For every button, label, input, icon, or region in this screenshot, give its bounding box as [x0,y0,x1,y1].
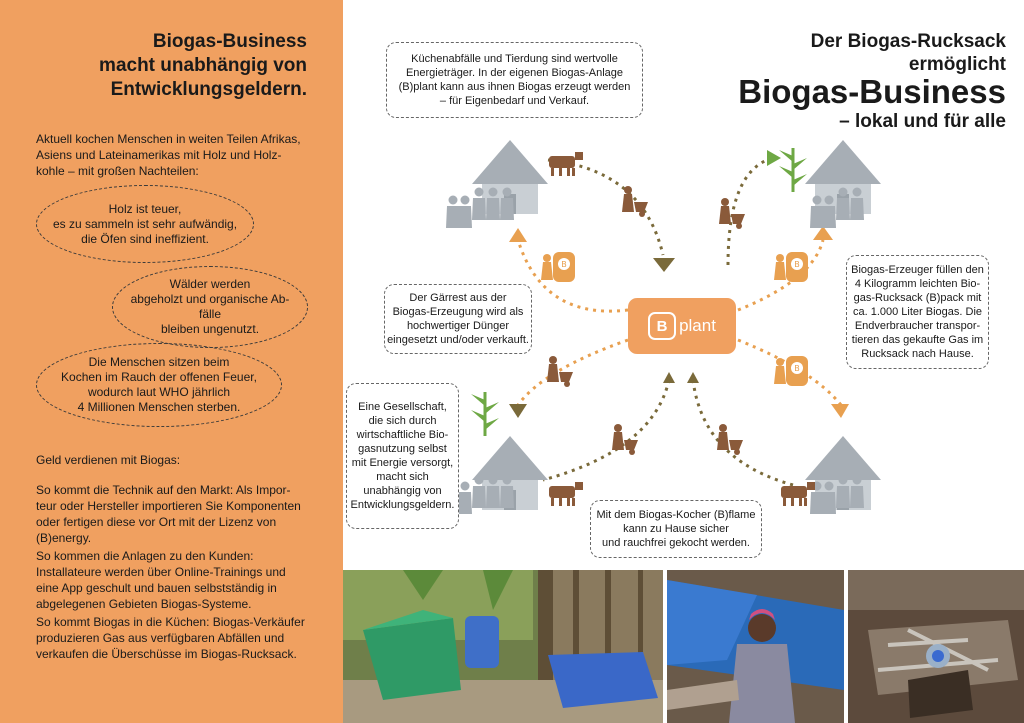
para-line: So kommt Biogas in die Küchen: Biogas-Ve… [36,615,305,629]
box-line: und rauchfrei gekocht werden. [602,537,750,549]
info-box-cooker: Mit dem Biogas-Kocher (B)flame kann zu H… [590,500,762,558]
info-box-society: Eine Gesellschaft, die sich durch wirtsc… [346,383,459,529]
box-line: Rucksack nach Hause. [861,348,974,360]
bubble-line: es zu sammeln ist sehr aufwändig, [52,216,238,231]
info-box-kitchen-waste: Küchenabfälle und Tierdung sind wertvoll… [386,42,643,118]
box-line: tieren das gekaufte Gas im [851,334,984,346]
bubble-forests: Wälder werden abgeholzt und organische A… [112,266,308,348]
box-line: Der Gärrest aus der [409,292,507,304]
intro-line: Asiens und Lateinamerikas mit Holz und H… [36,148,282,162]
left-panel: Biogas-Business macht unabhängig von Ent… [0,0,343,723]
para-line: oder fertigen diese vor Ort mit der Lize… [36,515,277,529]
bubble-line: Wälder werden [169,277,251,291]
bubble-line: abgeholzt und organische Ab- [130,292,290,306]
bplant-logo-mark: B [648,312,677,340]
photo-biogas-plant [343,570,663,723]
cow-icon [549,482,583,506]
box-line: mit Energie versorgt, [351,457,454,469]
box-line: Entwicklungsgeldern. [350,499,455,511]
box-line: eingesetzt und/oder verkauft. [387,334,529,346]
bubble-smoke: Die Menschen sitzen beim Kochen im Rauch… [36,343,282,427]
box-line: kann zu Hause sicher [623,523,729,535]
box-line: hochwertiger Dünger [406,320,510,332]
info-box-fertilizer: Der Gärrest aus der Biogas-Erzeugung wir… [384,284,532,354]
bubble-line: die Öfen sind ineffizient. [81,231,209,246]
intro-paragraph: Aktuell kochen Menschen in weiten Teilen… [36,131,316,179]
maize-icon [779,148,807,192]
left-title-line: Biogas-Business [152,31,307,52]
box-line: die sich durch [368,415,437,427]
bplant-logo-word: plant [679,316,716,335]
para-line: Installateure werden über Online-Trainin… [36,565,286,579]
bubble-line: fälle [198,307,221,321]
cow-icon [781,482,815,506]
wheelbarrow-icon [547,356,573,387]
para-line: (B)energy. [36,531,92,545]
biogas-cycle-diagram: B [446,140,881,514]
bubble-line: wodurch laut WHO jährlich [87,385,231,399]
right-title-line4: – lokal und für alle [839,111,1006,132]
para-line: abgelegenen Gebieten Biogas-Systeme. [36,597,252,611]
wheelbarrow-icon [622,186,648,217]
info-box-backpack: Biogas-Erzeuger füllen den 4 Kilogramm l… [846,255,989,369]
bubble-line: bleiben ungenutzt. [160,322,260,336]
right-title-line2: ermöglicht [908,54,1006,75]
paragraph-installers: So kommen die Anlagen zu den Kunden: Ins… [36,548,316,612]
box-line: Eine Gesellschaft, [358,401,447,413]
bubble-line: Holz ist teuer, [108,201,182,216]
right-title-line1: Der Biogas-Rucksack [810,31,1006,52]
box-line: macht sich [376,471,429,483]
family-icon [446,187,514,228]
box-line: Küchenabfälle und Tierdung sind wertvoll… [411,53,618,65]
para-line: So kommen die Anlagen zu den Kunden: [36,549,254,563]
bplant-logo: B plant [628,298,736,354]
box-line: Endverbraucher transpor- [854,320,981,332]
cow-icon [549,152,583,176]
bubble-wood-expensive: Holz ist teuer, es zu sammeln ist sehr a… [36,185,254,263]
wheelbarrow-icon [717,424,743,455]
para-line: eine App geschult und bauen selbstständi… [36,581,277,595]
para-line: produzieren Gas aus verfügbaren Abfällen… [36,631,285,645]
box-line: Energieträger. In der eigenen Biogas-Anl… [405,67,624,79]
intro-line: Aktuell kochen Menschen in weiten Teilen… [36,132,301,146]
box-line: ca. 1.000 Liter Biogas. Die [852,306,983,318]
para-line: So kommt die Technik auf den Markt: Als … [36,483,291,497]
money-heading: Geld verdienen mit Biogas: [36,453,181,467]
paragraph-market: So kommt die Technik auf den Markt: Als … [36,482,316,546]
box-line: Mit dem Biogas-Kocher (B)flame [596,509,756,521]
biogas-backpack-icon [774,356,808,386]
bubble-line: Die Menschen sitzen beim [88,355,230,369]
biogas-backpack-icon [541,252,575,282]
box-line: wirtschaftliche Bio- [356,429,449,441]
box-line: – für Eigenbedarf und Verkauf. [439,95,590,107]
box-line: unabhängig von [363,485,442,497]
left-title-line: Entwicklungsgeldern. [110,79,307,100]
intro-line: kohle – mit großen Nachteilen: [36,164,199,178]
paragraph-kitchens: So kommt Biogas in die Küchen: Biogas-Ve… [36,614,316,662]
right-title-big: Biogas-Business [738,73,1006,110]
biogas-backpack-icon [774,252,808,282]
box-line: 4 Kilogramm leichten Bio- [854,278,981,290]
para-line: teur oder Hersteller importieren Sie Kom… [36,499,301,513]
left-title: Biogas-Business macht unabhängig von Ent… [17,30,307,102]
box-line: gas-Rucksack (B)pack mit [853,292,982,304]
box-line: (B)plant kann aus ihnen Biogas erzeugt w… [398,81,631,93]
maize-icon [471,392,499,436]
bubble-line: Kochen im Rauch der offenen Feuer, [61,370,257,384]
box-line: Biogas-Erzeugung wird als [392,306,524,318]
left-title-line: macht unabhängig von [99,55,307,76]
photo-woman-backpack [667,570,844,723]
photo-biogas-stove [848,570,1024,723]
bubble-line: 4 Millionen Menschen sterben. [77,400,241,414]
box-line: gasnutzung selbst [358,443,447,455]
para-line: verkaufen die Überschüsse im Biogas-Ruck… [36,647,297,661]
box-line: Biogas-Erzeuger füllen den [851,264,984,276]
